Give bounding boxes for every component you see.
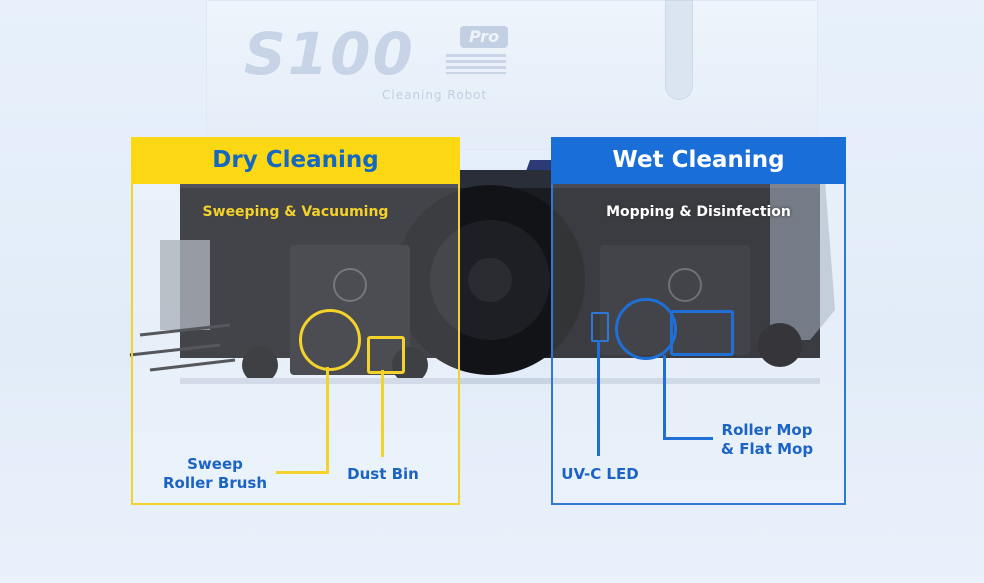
dust-bin-highlight-box xyxy=(367,336,405,374)
product-logo-subtitle: Cleaning Robot xyxy=(382,88,488,102)
roller-brush-highlight-ring xyxy=(299,309,361,371)
roller-flat-mop-label: Roller Mop & Flat Mop xyxy=(712,421,822,459)
dry-cleaning-panel xyxy=(131,137,460,505)
uvc-led-label: UV-C LED xyxy=(561,465,639,483)
roller-brush-leader-vertical xyxy=(326,367,329,473)
sweep-roller-brush-label-line2: Roller Brush xyxy=(162,474,268,492)
dust-bin-leader xyxy=(381,370,384,457)
mop-leader-vertical xyxy=(663,355,666,439)
indicator-strip xyxy=(665,0,693,100)
flat-mop-highlight-box xyxy=(670,310,734,356)
sweep-roller-brush-label-line1: Sweep xyxy=(187,455,243,473)
roller-brush-leader-horizontal xyxy=(276,471,329,474)
roller-flat-mop-label-line2: & Flat Mop xyxy=(720,440,814,458)
wet-cleaning-title: Wet Cleaning xyxy=(551,137,846,184)
dust-bin-label: Dust Bin xyxy=(347,465,419,483)
uvc-led-leader xyxy=(597,340,600,456)
mop-leader-horizontal xyxy=(663,437,713,440)
wet-cleaning-panel xyxy=(551,137,846,505)
sweep-roller-brush-label: Sweep Roller Brush xyxy=(160,455,270,493)
product-logo-badge: Pro xyxy=(460,26,508,48)
roller-flat-mop-label-line1: Roller Mop xyxy=(721,421,813,439)
dry-cleaning-title: Dry Cleaning xyxy=(131,137,460,184)
dry-cleaning-subtitle: Sweeping & Vacuuming xyxy=(202,204,389,220)
logo-speed-stripes xyxy=(446,54,506,74)
wet-cleaning-subtitle: Mopping & Disinfection xyxy=(606,204,791,220)
product-tower-background xyxy=(206,0,818,150)
uvc-led-highlight-box xyxy=(591,312,609,342)
roller-mop-highlight-ring xyxy=(615,298,677,360)
product-logo: S100 xyxy=(244,20,415,88)
